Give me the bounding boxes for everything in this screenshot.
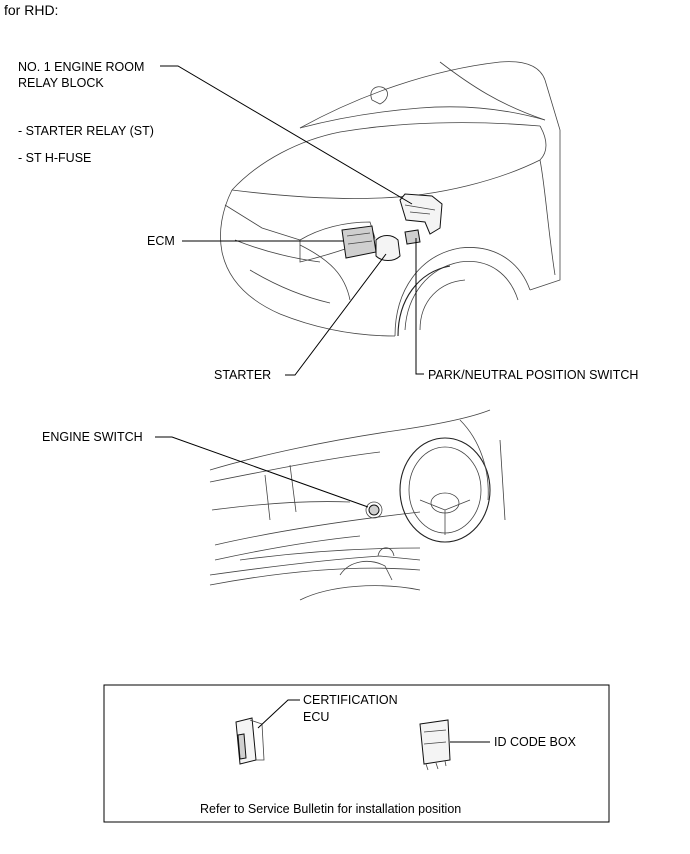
leader-park-neutral: [415, 238, 424, 375]
label-st-hfuse: - ST H-FUSE: [18, 151, 92, 165]
park-neutral-shape: [404, 229, 421, 245]
label-park-neutral: PARK/NEUTRAL POSITION SWITCH: [428, 368, 639, 382]
label-relay-block-line2: RELAY BLOCK: [18, 76, 104, 90]
id-code-box-shape: [419, 719, 451, 771]
ecu-info-box: [103, 684, 610, 823]
label-id-code-box: ID CODE BOX: [494, 735, 576, 749]
label-starter: STARTER: [214, 368, 272, 382]
certification-ecu-shape: [235, 717, 265, 765]
relay-block-shape: [399, 193, 443, 235]
car-exterior-illustration: [220, 61, 561, 337]
note-text: Refer to Service Bulletin for installati…: [200, 802, 462, 816]
label-starter-relay: - STARTER RELAY (ST): [18, 124, 154, 138]
leader-starter: [285, 253, 387, 376]
page-title: for RHD:: [4, 2, 59, 18]
label-relay-block-line1: NO. 1 ENGINE ROOM: [18, 60, 145, 74]
leader-relay-block: [160, 65, 413, 205]
label-certification-line2: ECU: [303, 710, 330, 724]
engine-switch-shape: [368, 504, 380, 516]
label-ecm: ECM: [147, 234, 175, 248]
car-interior-illustration: [209, 409, 506, 601]
ecm-shape: [341, 225, 377, 259]
label-certification-line1: CERTIFICATION: [303, 693, 398, 707]
leader-certification-ecu: [257, 699, 300, 729]
starter-shape: [375, 235, 401, 261]
leader-engine-switch: [155, 436, 369, 508]
label-engine-switch: ENGINE SWITCH: [42, 430, 143, 444]
